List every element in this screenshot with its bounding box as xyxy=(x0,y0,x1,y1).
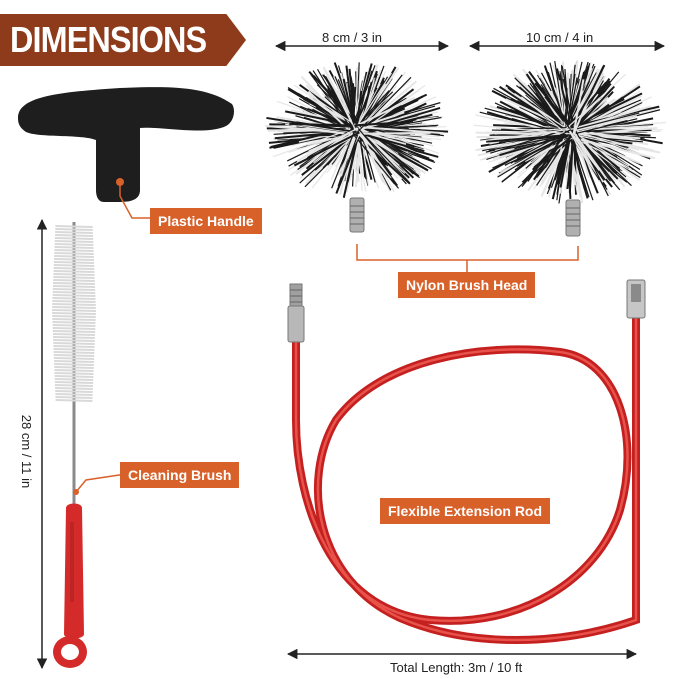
cleaning-brush-length-label: 28 cm / 11 in xyxy=(19,410,35,493)
plastic-handle-image xyxy=(18,87,234,219)
small-nylon-brush-image xyxy=(265,62,449,233)
small-brush-width-label: 8 cm / 3 in xyxy=(318,30,386,45)
large-nylon-brush-image xyxy=(473,60,667,237)
nylon-brush-head-tag: Nylon Brush Head xyxy=(398,272,536,298)
page-title: DIMENSIONS xyxy=(10,19,207,60)
plastic-handle-tag: Plastic Handle xyxy=(150,208,262,234)
extension-rod-image xyxy=(287,279,646,644)
brush-head-connector xyxy=(356,244,579,261)
cleaning-brush-tag: Cleaning Brush xyxy=(120,462,240,488)
cleaning-brush-image xyxy=(51,222,97,668)
dimensions-banner xyxy=(0,14,246,66)
flexible-extension-rod-tag: Flexible Extension Rod xyxy=(380,498,551,524)
total-length-label: Total Length: 3m / 10 ft xyxy=(386,660,527,675)
large-brush-width-label: 10 cm / 4 in xyxy=(522,30,598,45)
